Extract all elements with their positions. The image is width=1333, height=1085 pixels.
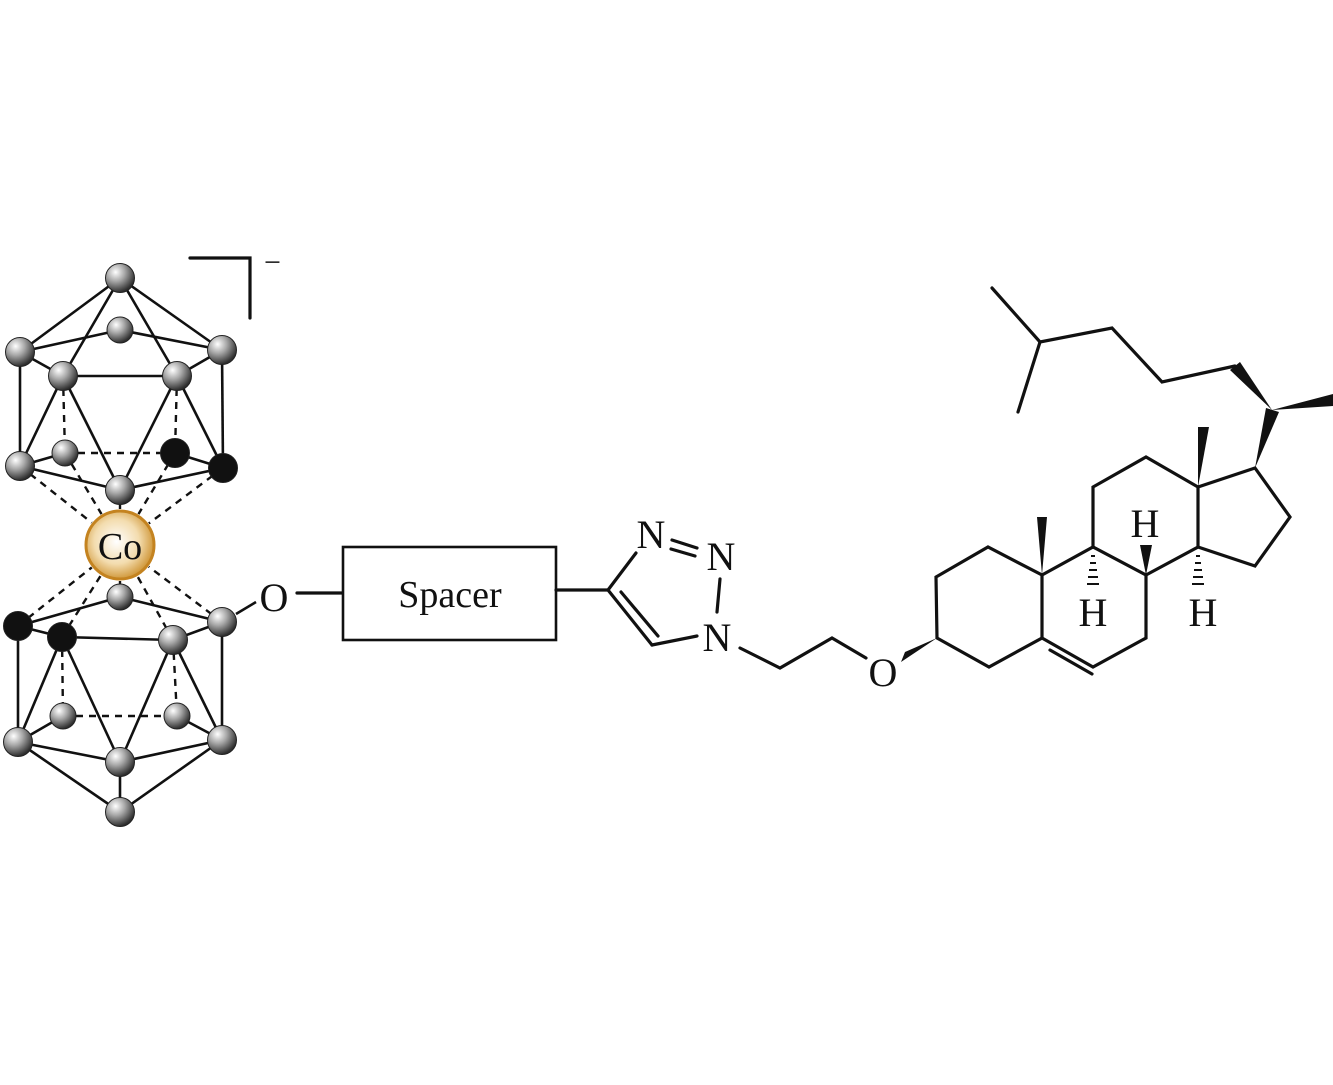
- boron-vertex: [105, 263, 135, 293]
- cage-bond: [119, 595, 223, 624]
- boron-vertex: [162, 361, 192, 391]
- cage-bond: [119, 738, 223, 814]
- boron-vertex: [106, 316, 134, 344]
- c18-methyl-wedge: [1198, 427, 1209, 487]
- c8-h-label: H: [1131, 501, 1160, 546]
- cobalt-coordination-bond: [148, 565, 223, 623]
- boron-vertex: [105, 797, 135, 827]
- cage-bond: [19, 328, 121, 354]
- cage-bond: [118, 277, 179, 377]
- boron-vertex: [207, 607, 237, 637]
- cobalt-coordination-bond: [17, 566, 93, 627]
- cobalt-coordination-bond: [148, 467, 224, 525]
- cage-bond: [119, 276, 223, 352]
- cage-oxygen-bond: [235, 600, 257, 616]
- spacer-box: Spacer: [341, 545, 558, 642]
- boron-vertex: [106, 583, 134, 611]
- cage-bond: [171, 639, 224, 741]
- cage-bond: [118, 375, 179, 491]
- c14-h-label: H: [1189, 590, 1218, 635]
- boron-vertex: [207, 335, 237, 365]
- cage-bond: [61, 277, 122, 377]
- cage-bond: [220, 349, 225, 469]
- cage-bond: [17, 740, 121, 814]
- boron-vertex: [5, 451, 35, 481]
- boron-vertex: [105, 747, 135, 777]
- cage-bond: [119, 738, 223, 764]
- c22-wedge: [1230, 362, 1272, 410]
- boron-vertex: [163, 702, 191, 730]
- c17-side-chain-wedge: [1255, 408, 1279, 468]
- ether-oxygen-label: O: [869, 650, 898, 695]
- carbon-vertex: [160, 438, 190, 468]
- cage-bond: [61, 375, 122, 491]
- cage-bond: [118, 639, 175, 763]
- charge-bracket: −: [188, 246, 281, 320]
- cage-bond: [61, 635, 174, 642]
- cage-bond: [119, 328, 223, 352]
- boron-vertex: [51, 439, 79, 467]
- cage-bond: [175, 375, 225, 469]
- cage-bond: [17, 740, 121, 764]
- cage-bond: [19, 464, 121, 492]
- carbon-vertex: [3, 611, 33, 641]
- boron-vertex: [158, 625, 188, 655]
- boron-vertex: [207, 725, 237, 755]
- cage-bond: [17, 595, 121, 628]
- cholesterol-skeleton: H H H: [901, 286, 1333, 676]
- cobalt-coordination-bond: [19, 465, 93, 524]
- cage-bond: [119, 466, 224, 492]
- c21-methyl-wedge: [1272, 394, 1333, 410]
- triazole-n2-label: N: [707, 534, 736, 579]
- c14-h-hashed-bond: [1192, 555, 1204, 585]
- c19-methyl-wedge: [1037, 517, 1047, 575]
- charge-label: −: [264, 246, 281, 279]
- cobalt-atom: Co: [84, 509, 156, 581]
- linker-oxygen-label: O: [260, 575, 289, 620]
- triazole-n3-label: N: [637, 512, 666, 557]
- ethylene-linker: [738, 636, 868, 670]
- c9-h-label: H: [1079, 590, 1108, 635]
- c3-wedge-bond: [901, 638, 937, 662]
- triazole-n1-label: N: [703, 615, 732, 660]
- spacer-label: Spacer: [398, 574, 502, 616]
- carbon-vertex: [208, 453, 238, 483]
- c9-h-hashed-bond: [1087, 555, 1099, 585]
- boron-vertex: [105, 475, 135, 505]
- boron-vertex: [5, 337, 35, 367]
- cage-bond: [18, 375, 65, 467]
- cage-bond: [60, 636, 122, 763]
- c8-h-wedge: [1140, 545, 1152, 575]
- cage-bond: [16, 636, 64, 743]
- triazole-ring: N N N: [606, 512, 736, 660]
- boron-vertex: [3, 727, 33, 757]
- cobalt-label: Co: [98, 526, 142, 568]
- metallacarborane-vertices: [3, 263, 238, 827]
- cage-bond: [19, 276, 121, 354]
- carbon-vertex: [47, 622, 77, 652]
- boron-vertex: [49, 702, 77, 730]
- boron-vertex: [48, 361, 78, 391]
